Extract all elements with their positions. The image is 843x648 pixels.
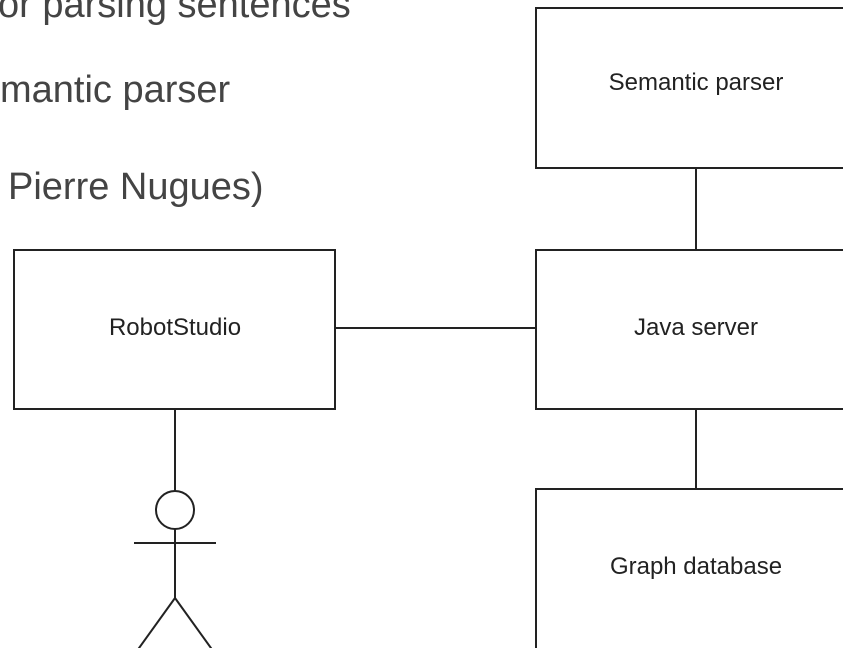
actor-head <box>155 490 195 530</box>
actor-right-leg <box>174 597 213 648</box>
node-semantic-parser: Semantic parser <box>535 7 843 169</box>
node-graph-database: Graph database <box>535 488 843 648</box>
graph-database-label: Graph database <box>610 553 782 580</box>
graph-database-box <box>535 488 843 648</box>
bullet-line-semantic-parser: mantic parser <box>0 69 231 111</box>
bullet-line-pierre-nugues: Pierre Nugues) <box>8 166 264 208</box>
user-actor-icon <box>134 490 216 648</box>
node-robotstudio: RobotStudio <box>13 249 336 410</box>
robotstudio-label: RobotStudio <box>109 314 241 341</box>
actor-left-leg <box>137 597 176 648</box>
robotstudio-box <box>13 249 336 410</box>
semantic-parser-box <box>535 7 843 169</box>
bullet-line-parsing-sentences: or parsing sentences <box>0 0 351 26</box>
node-java-server: Java server <box>535 249 843 410</box>
java-server-box <box>535 249 843 410</box>
java-server-label: Java server <box>634 314 758 341</box>
semantic-parser-label: Semantic parser <box>609 69 784 96</box>
